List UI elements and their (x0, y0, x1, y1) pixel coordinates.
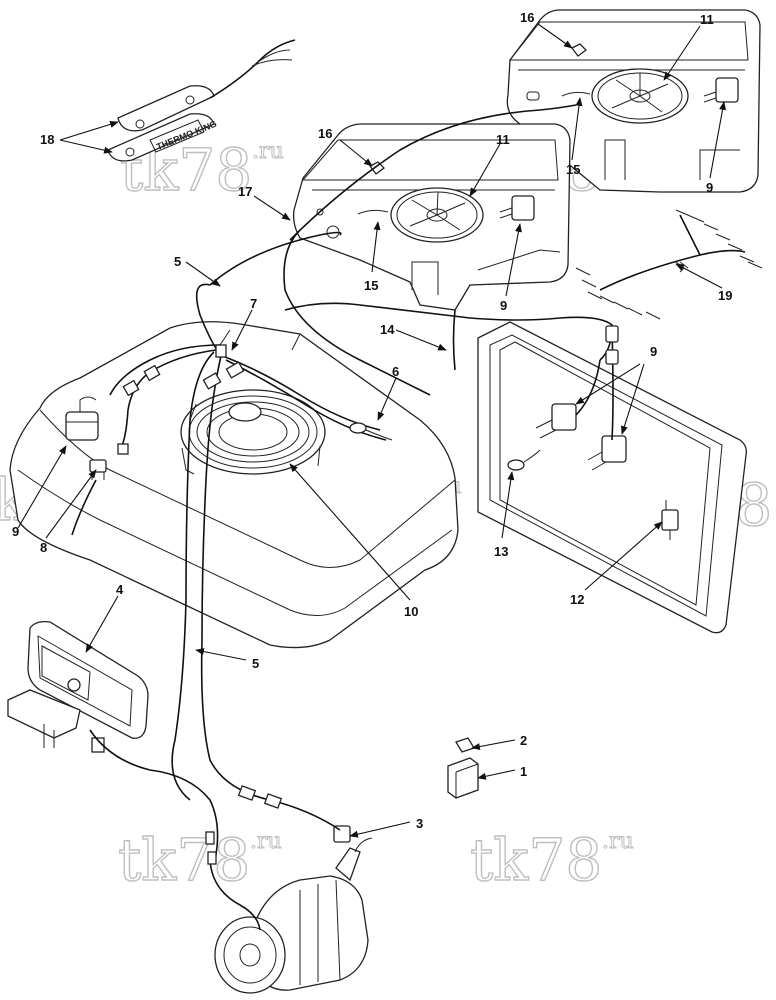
wire-harness (71, 104, 619, 931)
fuse-2 (455, 737, 475, 753)
solenoid-valve-rear (703, 77, 739, 103)
callout-7: 7 (250, 296, 257, 311)
callout-15-center: 15 (364, 278, 378, 293)
callout-5-lower: 5 (252, 656, 259, 671)
watermark-bottom-left: tk78 .ru (117, 825, 282, 894)
solenoid-valve-front (499, 195, 535, 221)
callout-5-upper: 5 (174, 254, 181, 269)
relay-1 (447, 757, 479, 799)
callout-17: 17 (238, 184, 252, 199)
callout-3: 3 (416, 816, 423, 831)
callout-leaders (17, 23, 727, 838)
solenoid-valve-left (65, 396, 99, 441)
callout-9-top-right: 9 (706, 180, 713, 195)
callout-11-top: 11 (700, 12, 714, 27)
callout-6: 6 (392, 364, 399, 379)
callout-16-top: 16 (520, 10, 534, 25)
callout-9-left: 9 (12, 524, 19, 539)
callout-2: 2 (520, 733, 527, 748)
callout-10: 10 (404, 604, 418, 619)
condenser-fan-rear (591, 68, 689, 124)
switch-12 (661, 500, 679, 540)
callout-4: 4 (116, 582, 124, 597)
callout-1: 1 (520, 764, 527, 779)
condenser-fan-front (390, 187, 484, 243)
svg-text:.ru: .ru (602, 829, 634, 854)
callout-labels: 1 2 3 4 5 5 6 7 8 9 9 9 9 10 11 11 12 13… (12, 10, 732, 831)
condenser-frame (477, 321, 748, 634)
blower-fan-10 (180, 389, 326, 475)
probe-15-rear (561, 91, 591, 97)
probe-15-front (357, 209, 389, 215)
svg-text:tk78: tk78 (118, 826, 250, 894)
svg-text:.ru: .ru (252, 139, 284, 164)
callout-15-top: 15 (566, 162, 580, 177)
callout-9-center: 9 (500, 298, 507, 313)
svg-text:tk78: tk78 (470, 826, 602, 894)
callout-13: 13 (494, 544, 508, 559)
harness-19 (575, 209, 763, 320)
callout-14: 14 (380, 322, 395, 337)
callout-12: 12 (570, 592, 584, 607)
svg-text:.ru: .ru (250, 829, 282, 854)
solenoid-valve-right-a (535, 403, 577, 439)
sensor-16-front (369, 161, 385, 175)
sensor-16-rear (571, 43, 587, 57)
callout-19: 19 (718, 288, 732, 303)
compressor (214, 837, 373, 994)
callout-16-center: 16 (318, 126, 332, 141)
solenoid-valve-right-b (587, 435, 627, 471)
pressure-switch-8 (89, 459, 107, 480)
watermark-bottom-right: tk78 .ru (469, 825, 634, 894)
callout-8: 8 (40, 540, 47, 555)
callout-9-right: 9 (650, 344, 657, 359)
callout-18: 18 (40, 132, 54, 147)
sensor-13 (507, 449, 541, 471)
control-panel-4 (7, 620, 149, 753)
callout-11-center: 11 (496, 132, 510, 147)
